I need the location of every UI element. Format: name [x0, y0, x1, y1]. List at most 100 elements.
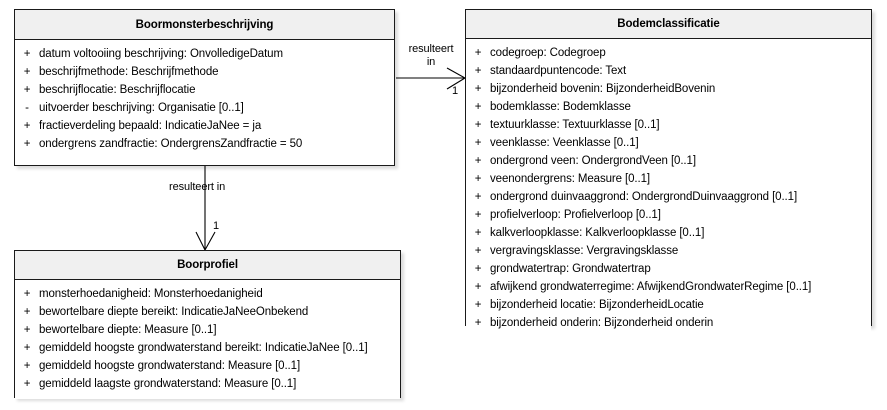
class-attributes-bodemclassificatie: + codegroep: Codegroep + standaardpunten…: [466, 39, 871, 338]
attribute-text: fractieverdeling bepaald: IndicatieJaNee…: [39, 120, 262, 132]
attribute-text: bijzonderheid locatie: BijzonderheidLoca…: [490, 299, 704, 311]
attribute-text: ondergrond duinvaaggrond: OndergrondDuin…: [490, 191, 798, 203]
attribute-visibility: +: [474, 263, 482, 275]
attribute-text: afwijkend grondwaterregime: AfwijkendGro…: [490, 281, 812, 293]
attribute-visibility: +: [474, 83, 482, 95]
association-multiplicity-down: 1: [213, 220, 220, 232]
class-box-boormonsterbeschrijving[interactable]: Boormonsterbeschrijving + datum voltooii…: [14, 9, 395, 166]
attribute-row: + bijzonderheid locatie: BijzonderheidLo…: [466, 296, 871, 314]
attribute-text: gemiddeld laagste grondwaterstand: Measu…: [39, 378, 297, 390]
association-multiplicity-right: 1: [452, 85, 459, 97]
association-label-resulteert-in-right: resulteert in: [402, 43, 460, 69]
association-resulteert-in-down[interactable]: [195, 166, 216, 252]
attribute-visibility: +: [474, 209, 482, 221]
attribute-row: + codegroep: Codegroep: [466, 44, 871, 62]
attribute-row: + bodemklasse: Bodemklasse: [466, 98, 871, 116]
attribute-visibility: +: [474, 173, 482, 185]
attribute-visibility: +: [474, 317, 482, 329]
attribute-visibility: +: [474, 245, 482, 257]
attribute-visibility: +: [23, 84, 31, 96]
attribute-row: + textuurklasse: Textuurklasse [0..1]: [466, 116, 871, 134]
attribute-text: bewortelbare diepte bereikt: IndicatieJa…: [39, 306, 309, 318]
attribute-text: bijzonderheid bovenin: BijzonderheidBove…: [490, 83, 716, 95]
attribute-visibility: +: [474, 227, 482, 239]
association-label-resulteert-in-down: resulteert in: [169, 181, 226, 193]
attribute-visibility: +: [23, 324, 31, 336]
attribute-visibility: +: [474, 119, 482, 131]
attribute-visibility: +: [474, 65, 482, 77]
attribute-text: veenondergrens: Measure [0..1]: [490, 173, 651, 185]
attribute-visibility: +: [23, 66, 31, 78]
attribute-row: + veenklasse: Veenklasse [0..1]: [466, 134, 871, 152]
attribute-visibility: +: [474, 191, 482, 203]
attribute-visibility: +: [23, 288, 31, 300]
attribute-row: + gemiddeld laagste grondwaterstand: Mea…: [15, 375, 400, 393]
attribute-text: grondwatertrap: Grondwatertrap: [490, 263, 651, 275]
attribute-visibility: +: [23, 138, 31, 150]
attribute-visibility: +: [474, 137, 482, 149]
attribute-row: + grondwatertrap: Grondwatertrap: [466, 260, 871, 278]
attribute-row: + gemiddeld hoogste grondwaterstand: Mea…: [15, 357, 400, 375]
attribute-text: standaardpuntencode: Text: [490, 65, 627, 77]
attribute-row: + bijzonderheid onderin: Bijzonderheid o…: [466, 314, 871, 332]
attribute-text: vergravingsklasse: Vergravingsklasse: [490, 245, 679, 257]
attribute-row: + monsterhoedanigheid: Monsterhoedanighe…: [15, 285, 400, 303]
attribute-text: bijzonderheid onderin: Bijzonderheid ond…: [490, 317, 714, 329]
attribute-text: bodemklasse: Bodemklasse: [490, 101, 631, 113]
attribute-visibility: +: [474, 47, 482, 59]
attribute-row: - uitvoerder beschrijving: Organisatie […: [15, 99, 394, 117]
attribute-row: + beschrijfmethode: Beschrijfmethode: [15, 63, 394, 81]
attribute-visibility: +: [23, 306, 31, 318]
association-label-line2: in: [426, 56, 436, 68]
attribute-text: gemiddeld hoogste grondwaterstand: Measu…: [39, 360, 301, 372]
attribute-row: + bijzonderheid bovenin: BijzonderheidBo…: [466, 80, 871, 98]
attribute-visibility: +: [474, 101, 482, 113]
class-title-bodemclassificatie: Bodemclassificatie: [466, 10, 871, 39]
attribute-visibility: +: [474, 299, 482, 311]
attribute-row: + afwijkend grondwaterregime: AfwijkendG…: [466, 278, 871, 296]
attribute-text: uitvoerder beschrijving: Organisatie [0.…: [39, 102, 244, 114]
class-attributes-boorprofiel: + monsterhoedanigheid: Monsterhoedanighe…: [15, 280, 400, 399]
attribute-visibility: +: [23, 120, 31, 132]
attribute-text: ondergrens zandfractie: OndergrensZandfr…: [39, 138, 303, 150]
attribute-row: + bewortelbare diepte: Measure [0..1]: [15, 321, 400, 339]
attribute-text: gemiddeld hoogste grondwaterstand bereik…: [39, 342, 368, 354]
attribute-text: codegroep: Codegroep: [490, 47, 606, 59]
class-title-boormonsterbeschrijving: Boormonsterbeschrijving: [15, 10, 394, 40]
attribute-row: + datum voltooiing beschrijving: Onvolle…: [15, 45, 394, 63]
attribute-text: beschrijflocatie: Beschrijflocatie: [39, 84, 196, 96]
attribute-row: + veenondergrens: Measure [0..1]: [466, 170, 871, 188]
class-title-boorprofiel: Boorprofiel: [15, 251, 400, 280]
class-box-bodemclassificatie[interactable]: Bodemclassificatie + codegroep: Codegroe…: [465, 9, 872, 338]
attribute-row: + beschrijflocatie: Beschrijflocatie: [15, 81, 394, 99]
attribute-text: ondergrond veen: OndergrondVeen [0..1]: [490, 155, 696, 167]
attribute-row: + gemiddeld hoogste grondwaterstand bere…: [15, 339, 400, 357]
attribute-row: + standaardpuntencode: Text: [466, 62, 871, 80]
attribute-text: bewortelbare diepte: Measure [0..1]: [39, 324, 217, 336]
attribute-visibility: +: [23, 48, 31, 60]
attribute-visibility: +: [474, 281, 482, 293]
attribute-text: veenklasse: Veenklasse [0..1]: [490, 137, 639, 149]
attribute-row: + ondergrond duinvaaggrond: OndergrondDu…: [466, 188, 871, 206]
attribute-row: + ondergrond veen: OndergrondVeen [0..1]: [466, 152, 871, 170]
attribute-row: + bewortelbare diepte bereikt: Indicatie…: [15, 303, 400, 321]
attribute-text: kalkverloopklasse: Kalkverloopklasse [0.…: [490, 227, 705, 239]
attribute-row: + profielverloop: Profielverloop [0..1]: [466, 206, 871, 224]
class-attributes-boormonsterbeschrijving: + datum voltooiing beschrijving: Onvolle…: [15, 40, 394, 159]
attribute-text: textuurklasse: Textuurklasse [0..1]: [490, 119, 660, 131]
attribute-text: beschrijfmethode: Beschrijfmethode: [39, 66, 219, 78]
attribute-visibility: +: [23, 342, 31, 354]
attribute-text: profielverloop: Profielverloop [0..1]: [490, 209, 661, 221]
attribute-visibility: +: [23, 378, 31, 390]
attribute-text: datum voltooiing beschrijving: Onvolledi…: [39, 48, 283, 60]
attribute-row: + kalkverloopklasse: Kalkverloopklasse […: [466, 224, 871, 242]
association-label-line1: resulteert: [408, 43, 454, 55]
attribute-visibility: +: [23, 360, 31, 372]
attribute-visibility: +: [474, 155, 482, 167]
attribute-row: + fractieverdeling bepaald: IndicatieJaN…: [15, 117, 394, 135]
attribute-row: + vergravingsklasse: Vergravingsklasse: [466, 242, 871, 260]
attribute-visibility: -: [25, 102, 29, 114]
class-box-boorprofiel[interactable]: Boorprofiel + monsterhoedanigheid: Monst…: [14, 250, 401, 399]
